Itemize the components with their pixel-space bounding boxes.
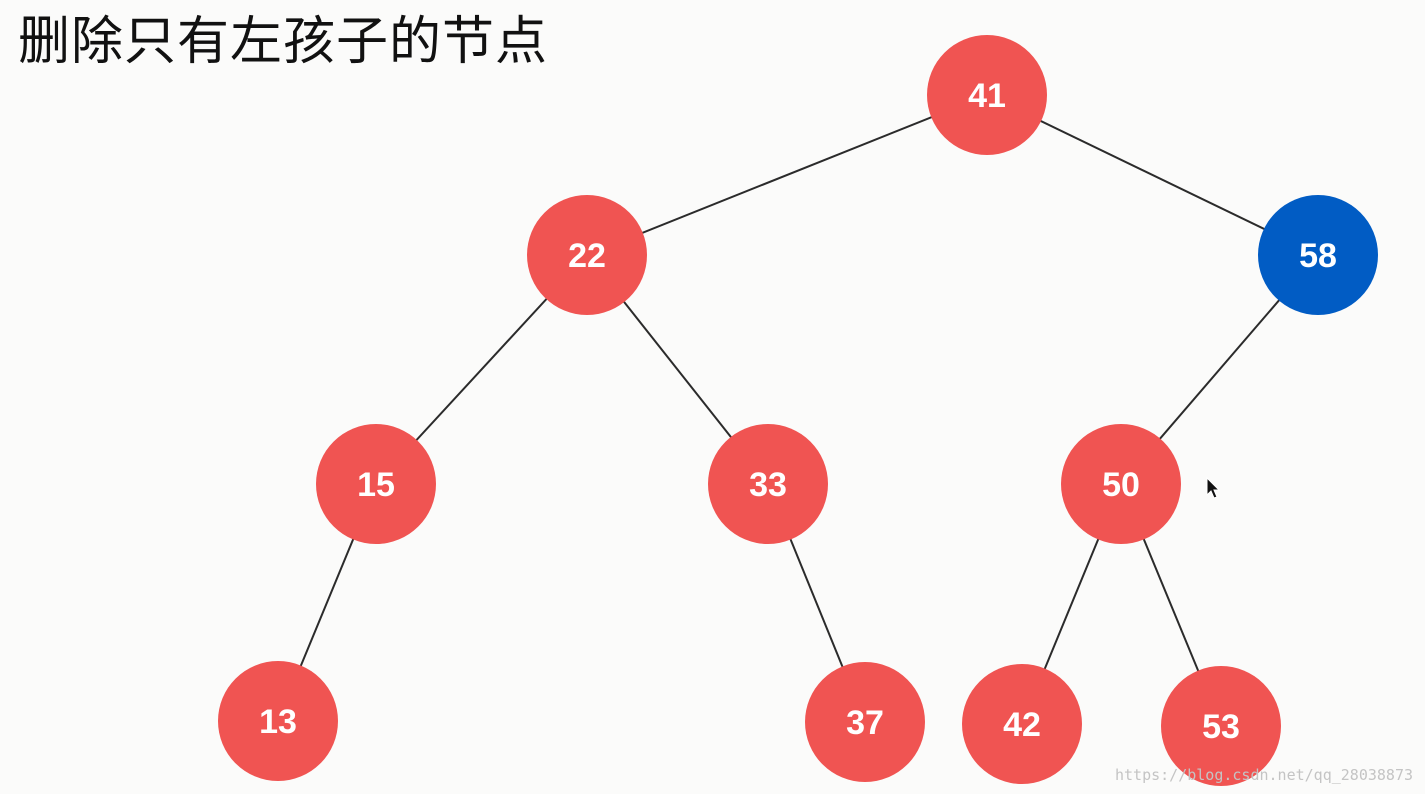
node-circle [927,35,1047,155]
node-label: 41 [968,77,1006,115]
node-label: 22 [568,237,606,275]
edges-layer [277,94,1319,727]
tree-node-50: 50 [1061,424,1181,544]
nodes-layer: 41 22 58 15 33 50 13 37 42 53 [218,35,1378,786]
node-circle [1161,666,1281,786]
tree-node-37: 37 [805,662,925,782]
watermark: https://blog.csdn.net/qq_28038873 [1114,766,1413,784]
node-label: 13 [259,703,297,741]
edge-41-22 [586,94,988,256]
node-circle [218,661,338,781]
page-title: 删除只有左孩子的节点 [18,12,549,72]
node-circle [527,195,647,315]
node-circle [1061,424,1181,544]
tree-node-33: 33 [708,424,828,544]
tree-node-53: 53 [1161,666,1281,786]
node-label: 53 [1202,708,1240,746]
node-circle [708,424,828,544]
tree-node-13: 13 [218,661,338,781]
tree-node-15: 15 [316,424,436,544]
node-label: 37 [846,704,884,742]
tree-node-22: 22 [527,195,647,315]
node-label: 33 [749,466,787,504]
node-circle [1258,195,1378,315]
tree-node-58: 58 [1258,195,1378,315]
node-circle [962,664,1082,784]
tree-node-42: 42 [962,664,1082,784]
tree-node-41: 41 [927,35,1047,155]
node-label: 15 [357,466,395,504]
edge-41-58 [986,94,1319,256]
mouse-cursor-icon [1206,477,1221,499]
node-label: 42 [1003,706,1041,744]
node-circle [316,424,436,544]
node-label: 50 [1102,466,1140,504]
node-circle [805,662,925,782]
node-label: 58 [1299,237,1337,275]
